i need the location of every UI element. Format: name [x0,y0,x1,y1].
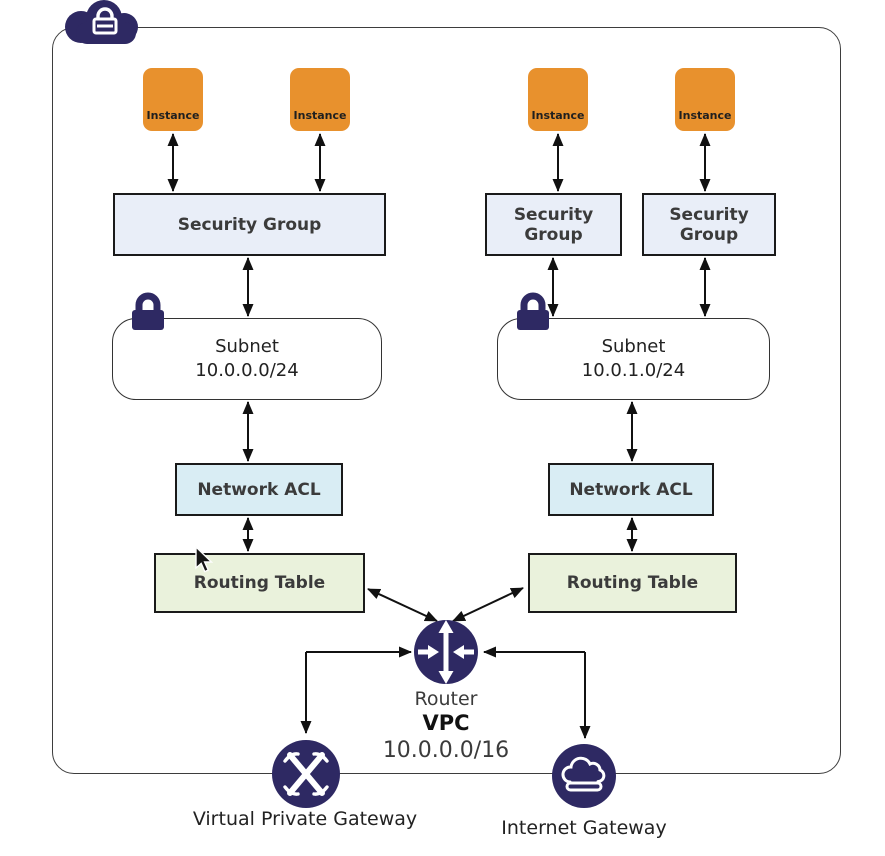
subnet-1-cidr: 10.0.0.0/24 [195,360,299,381]
instance-node-2: Instance [290,68,350,131]
security-group-node-2: Security Group [485,193,622,256]
routing-table-node-2: Routing Table [528,553,737,613]
router-label: Router [414,688,478,710]
subnet-2-title: Subnet [601,335,666,357]
vpc-label: VPC [422,711,470,735]
instance-node-3: Instance [528,68,588,131]
routing-table-node-1: Routing Table [154,553,365,613]
internet-gateway-label: Internet Gateway [501,817,667,839]
vpc-cidr-label: 10.0.0.0/16 [382,738,510,763]
security-group-node-1: Security Group [113,193,386,256]
subnet-2-cidr: 10.0.1.0/24 [581,360,686,381]
subnet-node-2: Subnet 10.0.1.0/24 [497,318,770,400]
virtual-private-gateway-label: Virtual Private Gateway [192,808,418,830]
instance-node-1: Instance [143,68,203,131]
instance-node-4: Instance [675,68,735,131]
router-vpc-labels: Router VPC 10.0.0.0/16 [346,688,546,763]
subnet-node-1: Subnet 10.0.0.0/24 [112,318,382,400]
network-acl-node-2: Network ACL [548,463,714,516]
vpc-boundary [52,27,841,774]
subnet-1-title: Subnet [215,335,279,357]
security-group-node-3: Security Group [642,193,776,256]
network-acl-node-1: Network ACL [175,463,343,516]
